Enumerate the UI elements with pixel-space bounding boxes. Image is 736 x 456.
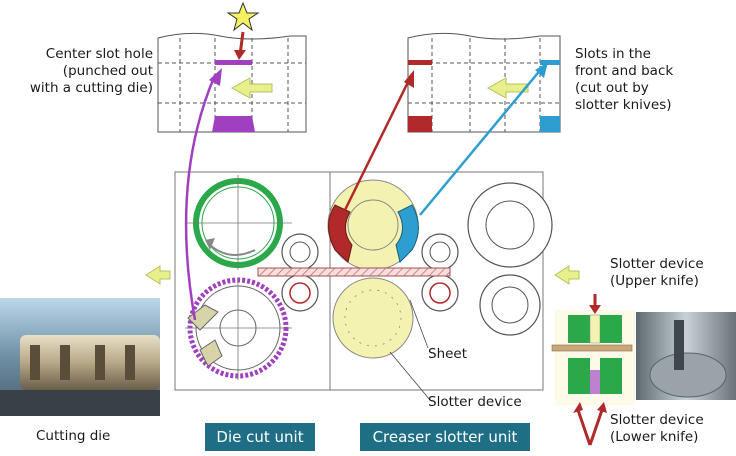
slotter-knife-photo <box>636 312 736 400</box>
creaser-slotter-unit-label: Creaser slotter unit <box>360 423 530 451</box>
sheet-label: Sheet <box>428 346 468 362</box>
center-slot-label: Center slot hole (punched out with a cut… <box>29 46 153 96</box>
slots-front-back-label: Slots in the front and back (cut out by … <box>575 46 674 113</box>
cutting-die-label: Cutting die <box>36 428 111 444</box>
slotter-lower-label: Slotter device (Lower knife) <box>610 412 704 445</box>
cutting-die-photo <box>0 298 160 416</box>
slotter-knife-illustration <box>551 294 635 446</box>
slotter-upper-label: Slotter device (Upper knife) <box>610 256 704 289</box>
upper-slotter-roll <box>327 179 419 271</box>
die-cut-unit-label: Die cut unit <box>205 423 315 451</box>
arrow-left-icon <box>230 77 273 99</box>
anvil-roll <box>185 175 292 270</box>
box-blank-left <box>157 32 307 133</box>
lower-slotter-roll <box>332 277 414 359</box>
star-icon <box>226 1 260 32</box>
sheet <box>257 267 451 277</box>
die-roll <box>185 277 292 380</box>
box-blank-right <box>407 32 561 133</box>
slotter-device-label: Slotter device <box>428 394 522 410</box>
